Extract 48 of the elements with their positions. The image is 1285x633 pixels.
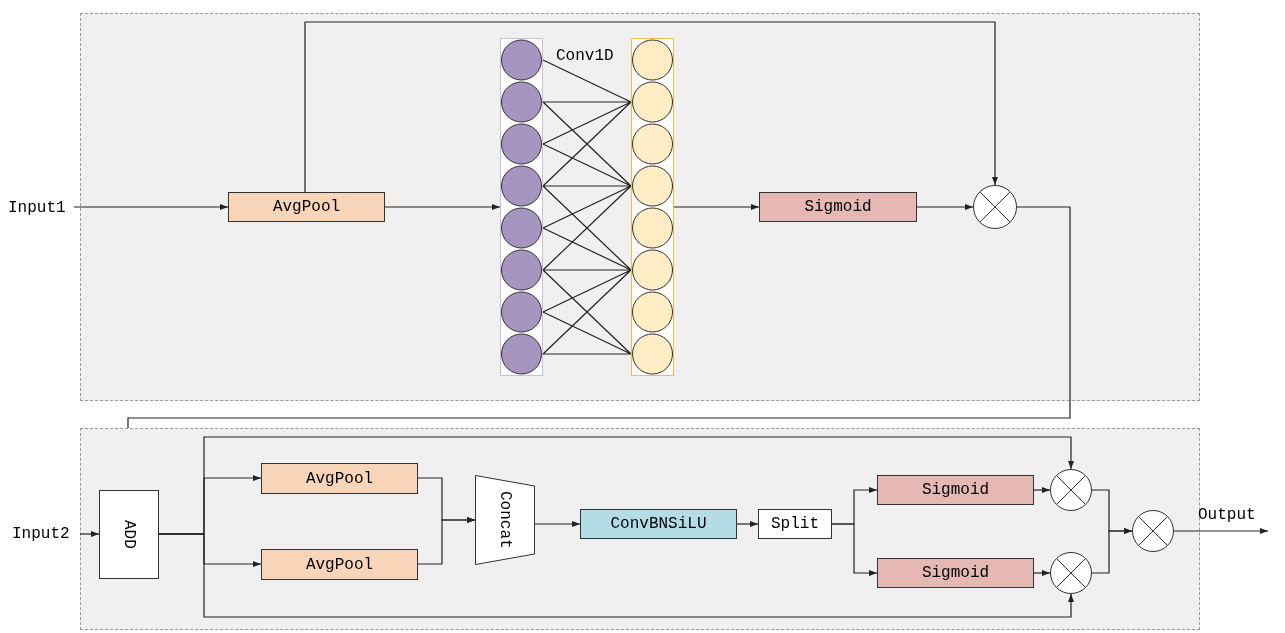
process-box	[759, 192, 917, 222]
block-label: ConvBNSiLU	[610, 515, 707, 533]
arrow	[831, 523, 878, 576]
arrow	[73, 204, 229, 210]
arrow	[1033, 570, 1051, 576]
process-box	[877, 558, 1034, 588]
block-label: Sigmoid	[921, 564, 990, 582]
block-label: AvgPool	[305, 469, 374, 488]
process-box	[261, 549, 418, 580]
neuron-column	[500, 38, 543, 376]
arrow	[916, 204, 974, 210]
process-box	[580, 509, 737, 539]
arrow	[534, 521, 581, 527]
multiply-circle	[973, 185, 1017, 229]
block-label: Split	[771, 515, 819, 533]
block-label: ADD	[120, 520, 138, 549]
arrow	[736, 521, 759, 527]
block-label: Sigmoid	[804, 198, 872, 216]
arrow	[417, 517, 476, 565]
arrow	[1091, 528, 1133, 574]
process-box	[228, 192, 385, 222]
arrow	[384, 204, 501, 210]
block-label: AvgPool	[272, 198, 341, 216]
io-label: Output	[1198, 506, 1268, 531]
arrow	[673, 204, 760, 210]
multiply-circle	[1132, 510, 1174, 552]
multiply-circle	[1050, 469, 1092, 511]
block-label: Concat	[496, 491, 514, 549]
arrow	[158, 533, 1074, 618]
trapezoid-block	[475, 475, 535, 565]
module-panel	[80, 13, 1200, 401]
module-panel	[80, 428, 1200, 630]
arrow	[1173, 528, 1269, 534]
arrow	[304, 21, 998, 193]
arrow	[79, 531, 100, 537]
arrow	[1033, 487, 1051, 493]
process-box	[758, 509, 832, 539]
process-box	[261, 463, 418, 494]
connection-lines	[542, 59, 632, 355]
multiply-circle	[1050, 552, 1092, 594]
neuron-column	[631, 38, 674, 376]
layer-label: Conv1D	[556, 47, 614, 65]
block-label: AvgPool	[305, 555, 374, 574]
io-label: Input1	[8, 197, 74, 219]
io-label: Input2	[12, 524, 80, 544]
block-label: Sigmoid	[921, 481, 990, 499]
process-box	[99, 490, 159, 579]
process-box	[877, 475, 1034, 505]
